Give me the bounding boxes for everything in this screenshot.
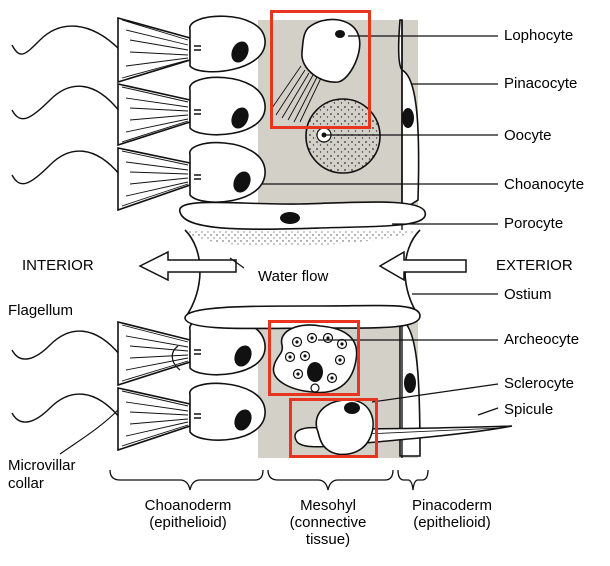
caption-pinacoderm-line1: Pinacoderm — [390, 497, 514, 514]
highlight-archeocyte — [268, 320, 360, 396]
caption-choanoderm-line1: Choanoderm — [118, 497, 258, 514]
flagella — [12, 26, 120, 422]
highlight-sclerocyte — [289, 398, 378, 458]
caption-choanoderm-line2: (epithelioid) — [118, 514, 258, 531]
label-spicule: Spicule — [504, 401, 553, 418]
highlight-lophocyte — [270, 10, 371, 129]
label-water-flow: Water flow — [258, 268, 328, 285]
caption-mesohyl-line3: tissue) — [268, 531, 388, 548]
label-microvillar-collar-2: collar — [8, 475, 44, 492]
label-pinacocyte: Pinacocyte — [504, 75, 577, 92]
label-ostium: Ostium — [504, 286, 552, 303]
label-interior: INTERIOR — [22, 257, 94, 274]
label-archeocyte: Archeocyte — [504, 331, 579, 348]
caption-choanoderm: Choanoderm (epithelioid) — [118, 497, 258, 531]
label-lophocyte: Lophocyte — [504, 27, 573, 44]
porocyte-nucleus — [280, 212, 300, 224]
label-microvillar-collar-1: Microvillar — [8, 457, 76, 474]
caption-pinacoderm-line2: (epithelioid) — [390, 514, 514, 531]
caption-mesohyl: Mesohyl (connective tissue) — [268, 497, 388, 548]
layer-brackets — [110, 470, 428, 490]
caption-pinacoderm: Pinacoderm (epithelioid) — [390, 497, 514, 531]
label-exterior: EXTERIOR — [496, 257, 573, 274]
caption-mesohyl-line2: (connective — [268, 514, 388, 531]
label-sclerocyte: Sclerocyte — [504, 375, 574, 392]
label-choanocyte: Choanocyte — [504, 176, 584, 193]
label-porocyte: Porocyte — [504, 215, 563, 232]
label-flagellum: Flagellum — [8, 302, 73, 319]
caption-mesohyl-line1: Mesohyl — [268, 497, 388, 514]
microvilli — [122, 20, 188, 446]
label-oocyte: Oocyte — [504, 127, 552, 144]
porocyte-cell — [180, 202, 426, 229]
